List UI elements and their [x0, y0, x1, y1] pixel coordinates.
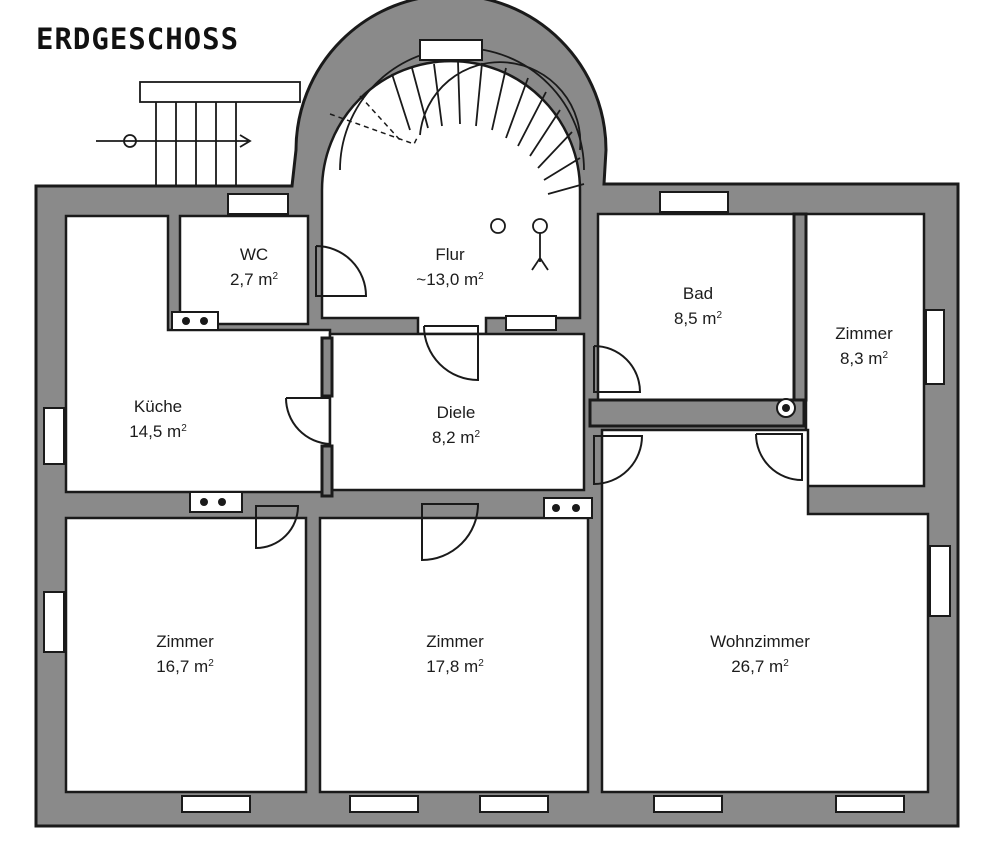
window-bad [659, 191, 729, 213]
room-zimmer-s-name: Zimmer [426, 632, 484, 651]
window-bottom-5 [835, 795, 905, 813]
room-zimmer-s-area: 17,8 m2 [426, 657, 484, 676]
window-zimmer-sw [43, 591, 65, 653]
window-bottom-4 [653, 795, 723, 813]
room-wohnzimmer-label: Wohnzimmer 26,7 m2 [710, 631, 810, 678]
door-zimmer-ne [755, 433, 803, 482]
door-zimmer-sw [255, 505, 300, 550]
room-zimmer-ne-floor [804, 212, 926, 488]
stove-kueche-zimmer [189, 491, 243, 513]
window-zimmer-ne [925, 309, 945, 385]
window-wohnzimmer [929, 545, 951, 617]
room-zimmer-sw-label: Zimmer 16,7 m2 [156, 631, 214, 678]
room-wohnzimmer-area: 26,7 m2 [731, 657, 789, 676]
stair-post-figure [531, 233, 549, 271]
entry-marker [123, 134, 137, 148]
room-zimmer-sw-floor [64, 516, 308, 794]
room-wc-label: WC 2,7 m2 [230, 244, 278, 291]
stair-post-1 [490, 218, 506, 234]
room-diele-label: Diele 8,2 m2 [432, 402, 480, 449]
window-bottom-1 [181, 795, 251, 813]
stove-diele-zimmer [543, 497, 593, 519]
stair-dashed-line [359, 95, 401, 141]
entrance-landing [139, 81, 301, 103]
wall-bad-east [792, 212, 808, 402]
stove-bad [776, 398, 796, 418]
window-bottom-2 [349, 795, 419, 813]
room-wc-name: WC [239, 245, 269, 264]
entry-arrow [96, 134, 252, 148]
room-diele-name: Diele [436, 403, 476, 422]
stair-dashed-landing [329, 113, 419, 145]
room-flur-label: Flur ~13,0 m2 [416, 244, 483, 291]
window-kueche [43, 407, 65, 465]
room-kueche-floor [64, 214, 332, 494]
room-bad-floor [596, 212, 796, 402]
door-wohnzimmer [593, 435, 644, 486]
wall-bad-south [588, 398, 806, 428]
spiral-stair-inner [419, 61, 582, 151]
room-bad-name: Bad [682, 284, 714, 303]
room-wohnzimmer-floor [600, 428, 930, 794]
room-flur-name: Flur [435, 245, 465, 264]
room-zimmer-sw-name: Zimmer [156, 632, 214, 651]
room-kueche-label: Küche 14,5 m2 [129, 396, 187, 443]
room-zimmer-s-floor [318, 516, 590, 794]
room-flur-area: ~13,0 m2 [416, 270, 484, 289]
room-wohnzimmer-name: Wohnzimmer [710, 632, 810, 651]
plan-title: ERDGESCHOSS [36, 22, 240, 56]
room-zimmer-ne-name: Zimmer [835, 324, 893, 343]
window-bottom-3 [479, 795, 549, 813]
room-zimmer-ne-area: 8,3 m2 [839, 349, 889, 368]
wall-stub-2 [320, 444, 334, 498]
door-wc [315, 245, 368, 297]
spiral-stair-treads [391, 61, 585, 195]
room-wc-floor [178, 214, 310, 326]
room-diele-area: 8,2 m2 [431, 428, 481, 447]
room-zimmer-ne-label: Zimmer 8,3 m2 [835, 323, 893, 370]
door-bad [593, 345, 642, 393]
room-wc-area: 2,7 m2 [229, 270, 279, 289]
entrance-steps [155, 102, 237, 186]
room-bad-area: 8,5 m2 [673, 309, 723, 328]
room-bad-label: Bad 8,5 m2 [674, 283, 722, 330]
stove-kueche-wc [171, 311, 219, 331]
room-zimmer-sw-area: 16,7 m2 [156, 657, 214, 676]
window-wc [227, 193, 289, 215]
room-kueche-name: Küche [133, 397, 183, 416]
door-flur [423, 325, 479, 382]
window-stair [419, 39, 483, 61]
wall-stub-1 [320, 336, 334, 398]
door-kueche [284, 397, 331, 446]
room-flur-floor [320, 59, 582, 336]
door-zimmer-s [421, 503, 480, 562]
room-kueche-area: 14,5 m2 [129, 422, 187, 441]
window-flur-bottom [505, 315, 557, 331]
room-zimmer-s-label: Zimmer 17,8 m2 [426, 631, 484, 678]
